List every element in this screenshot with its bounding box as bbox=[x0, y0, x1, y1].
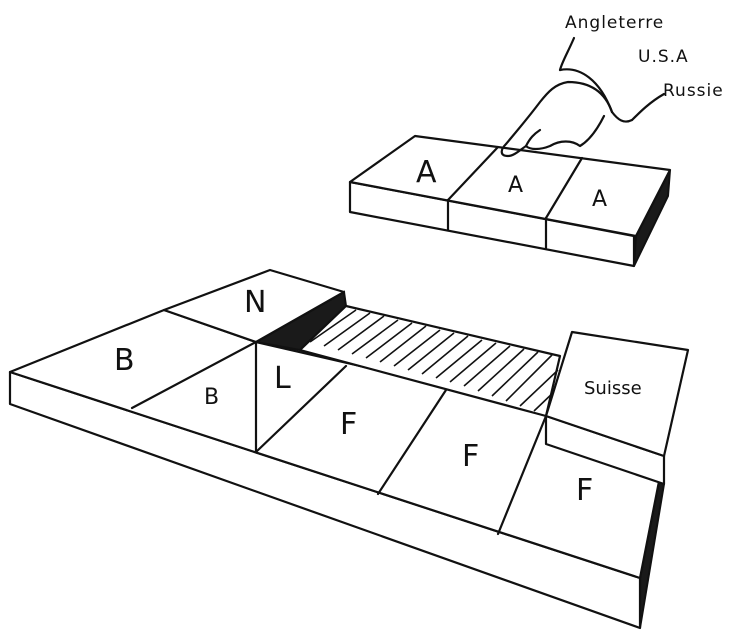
base-label-b-right: B bbox=[204, 385, 219, 410]
hand-icon bbox=[500, 68, 634, 158]
base-label-suisse: Suisse bbox=[584, 378, 642, 399]
divider-f2-f3 bbox=[496, 414, 548, 536]
label-angleterre: Angleterre bbox=[565, 13, 664, 33]
divider-b-left-b-right bbox=[130, 340, 258, 410]
base-label-l: L bbox=[274, 361, 291, 396]
leader-angleterre bbox=[558, 36, 576, 72]
divider-f1-f2 bbox=[376, 388, 448, 496]
base-label-b-left: B bbox=[114, 343, 135, 378]
base-label-f3: F bbox=[576, 473, 593, 508]
label-russie: Russie bbox=[663, 81, 724, 101]
leader-russie bbox=[630, 92, 666, 122]
hatch-lines bbox=[309, 309, 559, 412]
label-usa: U.S.A bbox=[638, 47, 689, 67]
base-label-f2: F bbox=[462, 439, 479, 474]
upper-cell-label-1: A bbox=[416, 155, 437, 190]
upper-divider-1 bbox=[446, 145, 500, 202]
n-block-top bbox=[162, 268, 346, 344]
lower-base: N B B L F F F Suisse bbox=[8, 268, 690, 630]
hatched-strip bbox=[298, 304, 562, 418]
upper-cell-label-3: A bbox=[592, 187, 607, 212]
upper-block-top-face bbox=[348, 134, 672, 238]
base-label-n: N bbox=[244, 285, 266, 320]
upper-block: A A A bbox=[348, 134, 672, 268]
base-label-f1: F bbox=[340, 407, 357, 442]
upper-divider-2 bbox=[544, 156, 584, 220]
divider-l-f1 bbox=[254, 364, 348, 454]
suisse-block-top bbox=[544, 330, 690, 458]
upper-cell-label-2: A bbox=[508, 173, 523, 198]
